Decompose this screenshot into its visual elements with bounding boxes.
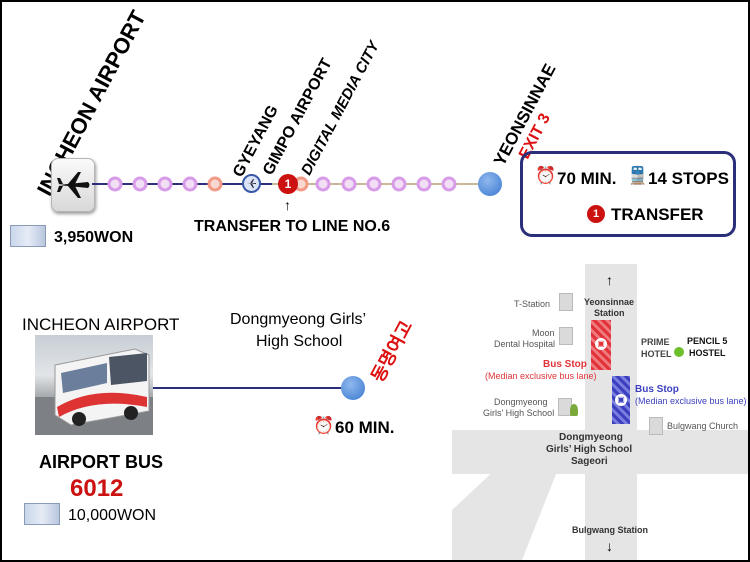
banknote-icon-bus bbox=[24, 503, 60, 525]
north-arrow-icon: ↑ bbox=[606, 272, 613, 288]
moon-hospital-label-1: Moon bbox=[532, 328, 555, 338]
bus-line bbox=[153, 387, 352, 389]
subway-fare: 3,950WON bbox=[54, 229, 134, 246]
junction-label-3: Sageori bbox=[571, 456, 608, 467]
subway-transfer-text: TRANSFER bbox=[611, 205, 704, 224]
clock-icon: ⏰ bbox=[535, 166, 557, 185]
station-top-label: Yeonsinnae bbox=[584, 297, 635, 307]
bus-number: 6012 bbox=[70, 475, 124, 502]
bus-icon-red: ▣ bbox=[595, 338, 607, 350]
bus-icon-blue: ▣ bbox=[615, 394, 627, 406]
yeonsinnae-marker bbox=[478, 172, 502, 196]
bus-stop-blue-sub: (Median exclusive bus lane) bbox=[635, 396, 747, 406]
prime-hotel-label-2: HOTEL bbox=[641, 349, 672, 359]
bus-photo bbox=[35, 335, 153, 435]
clock-icon-bus: ⏰ bbox=[313, 416, 335, 435]
bus-stop-blue-marker: ▣ bbox=[612, 376, 630, 424]
bus-stop-red-label: Bus Stop bbox=[543, 359, 587, 370]
transfer-note: TRANSFER TO LINE NO.6 bbox=[194, 218, 391, 235]
station-top-sub: Station bbox=[594, 308, 625, 318]
subway-duration: 70 MIN. bbox=[557, 169, 617, 188]
t-station-label: T-Station bbox=[514, 299, 551, 309]
bus-destination-line2: High School bbox=[256, 333, 343, 350]
subway-info-box: ⏰ 70 MIN. 🚆 14 STOPS 1 TRANSFER bbox=[520, 151, 736, 237]
south-arrow-icon: ↓ bbox=[606, 538, 613, 554]
train-icon: 🚆 bbox=[627, 166, 649, 185]
subway-stops-count: 14 STOPS bbox=[648, 169, 729, 188]
bus-stop-red-marker: ▣ bbox=[591, 320, 611, 370]
moon-hospital-label-2: Dental Hospital bbox=[494, 339, 556, 349]
junction-label-1: Dongmyeong bbox=[559, 432, 623, 443]
transfer-badge-dmc: 1 bbox=[278, 174, 298, 194]
hostel-label-1: PENCIL 5 bbox=[687, 336, 728, 346]
hostel-marker-icon bbox=[674, 347, 684, 357]
church-icon bbox=[649, 417, 663, 435]
transfer-badge-info: 1 bbox=[587, 205, 605, 223]
bus-destination-line1: Dongmyeong Girls’ bbox=[230, 311, 367, 328]
hospital-icon bbox=[559, 327, 573, 345]
school-label-1: Dongmyeong bbox=[494, 397, 548, 407]
subway-line bbox=[92, 176, 492, 192]
gimpo-airport-marker bbox=[242, 174, 261, 193]
bus-stop-blue-label: Bus Stop bbox=[635, 384, 679, 395]
building-icon bbox=[559, 293, 573, 311]
tree-icon bbox=[570, 404, 578, 416]
prime-hotel-label-1: PRIME bbox=[641, 337, 670, 347]
junction-label-2: Girls’ High School bbox=[546, 444, 633, 455]
bus-origin-label: INCHEON AIRPORT bbox=[22, 315, 180, 334]
school-label-2: Girls’ High School bbox=[483, 408, 555, 418]
bus-duration: 60 MIN. bbox=[335, 418, 395, 437]
bus-destination-marker bbox=[341, 376, 365, 400]
bulgwang-church-label: Bulgwang Church bbox=[667, 421, 739, 431]
bus-title: AIRPORT BUS bbox=[39, 452, 164, 472]
bus-fare: 10,000WON bbox=[68, 507, 157, 524]
station-bottom-label: Bulgwang Station bbox=[572, 525, 648, 535]
bus-stop-red-sub: (Median exclusive bus lane) bbox=[485, 371, 597, 381]
transfer-arrow-icon: ↑ bbox=[284, 197, 291, 213]
hostel-label-2: HOSTEL bbox=[689, 348, 726, 358]
area-map-roads bbox=[452, 264, 748, 560]
airplane-icon bbox=[51, 158, 95, 212]
banknote-icon bbox=[10, 225, 46, 247]
